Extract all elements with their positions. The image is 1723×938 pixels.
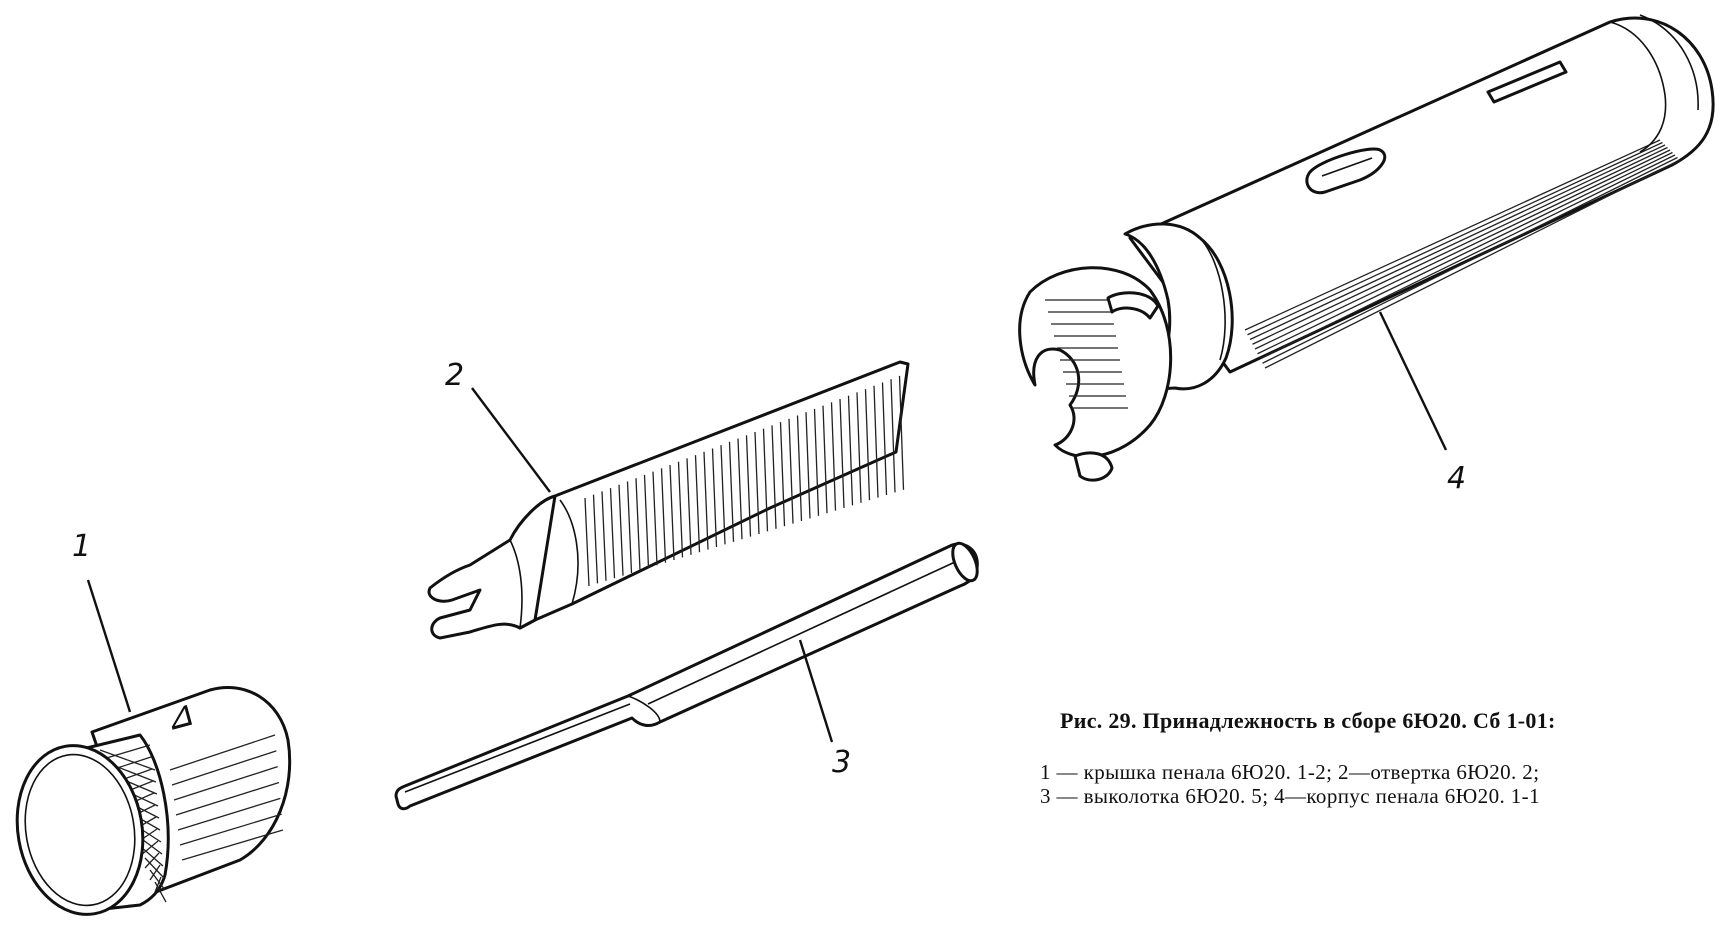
drift-punch: [394, 541, 979, 811]
case-cap: ⊿: [15, 685, 292, 916]
caption-legend: 1 — крышка пенала 6Ю20. 1-2; 2—отвертка …: [1040, 760, 1710, 808]
caption-title: Рис. 29. Принадлежность в сборе 6Ю20. Сб…: [1060, 708, 1556, 733]
callout-number-4: 4: [1447, 461, 1466, 496]
callout-number-1: 1: [72, 529, 91, 564]
callout-number-2: 2: [445, 358, 464, 393]
callout-3: 3: [798, 639, 851, 780]
callout-4: 4: [1378, 311, 1466, 496]
case-mouth: [1018, 266, 1173, 459]
caption-line-2: 3 — выколотка 6Ю20. 5; 4—корпус пенала 6…: [1040, 784, 1540, 808]
callout-1: 1: [72, 529, 132, 713]
case-body: [1018, 14, 1715, 482]
caption-line-1: 1 — крышка пенала 6Ю20. 1-2; 2—отвертка …: [1040, 760, 1540, 784]
callout-number-3: 3: [832, 745, 851, 780]
callout-2: 2: [445, 358, 551, 493]
figure-caption: Рис. 29. Принадлежность в сборе 6Ю20. Сб…: [1040, 708, 1710, 808]
screwdriver: [427, 360, 910, 640]
slot-upper: [1486, 60, 1568, 104]
